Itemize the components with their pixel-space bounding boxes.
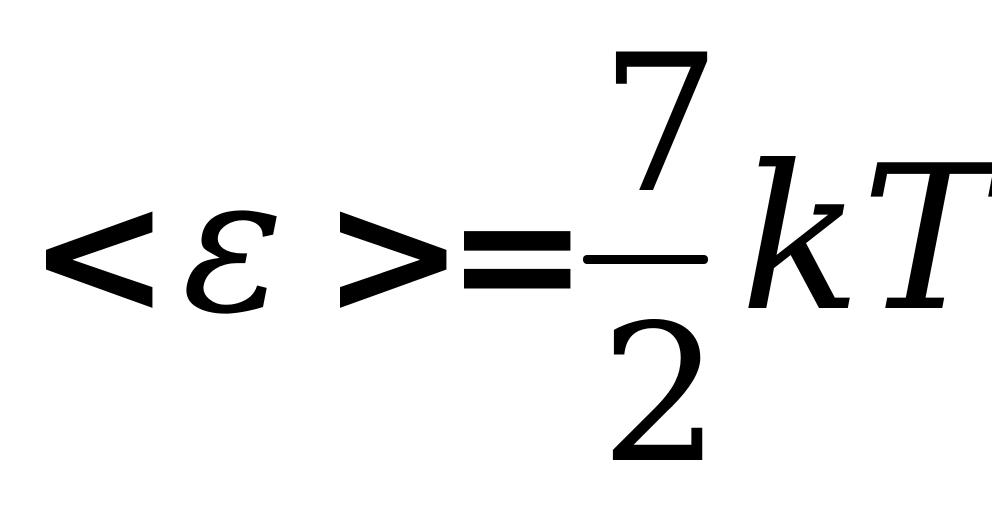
equals-sign: =	[446, 156, 589, 354]
fraction-bar	[583, 255, 708, 264]
epsilon-symbol: ε	[182, 134, 284, 355]
left-angle-bracket: <	[28, 156, 171, 354]
right-angle-bracket: >	[322, 156, 465, 354]
fraction-denominator: 2	[600, 284, 721, 505]
fraction-numerator: 7	[600, 14, 721, 235]
kT-variables: kT	[740, 123, 992, 356]
